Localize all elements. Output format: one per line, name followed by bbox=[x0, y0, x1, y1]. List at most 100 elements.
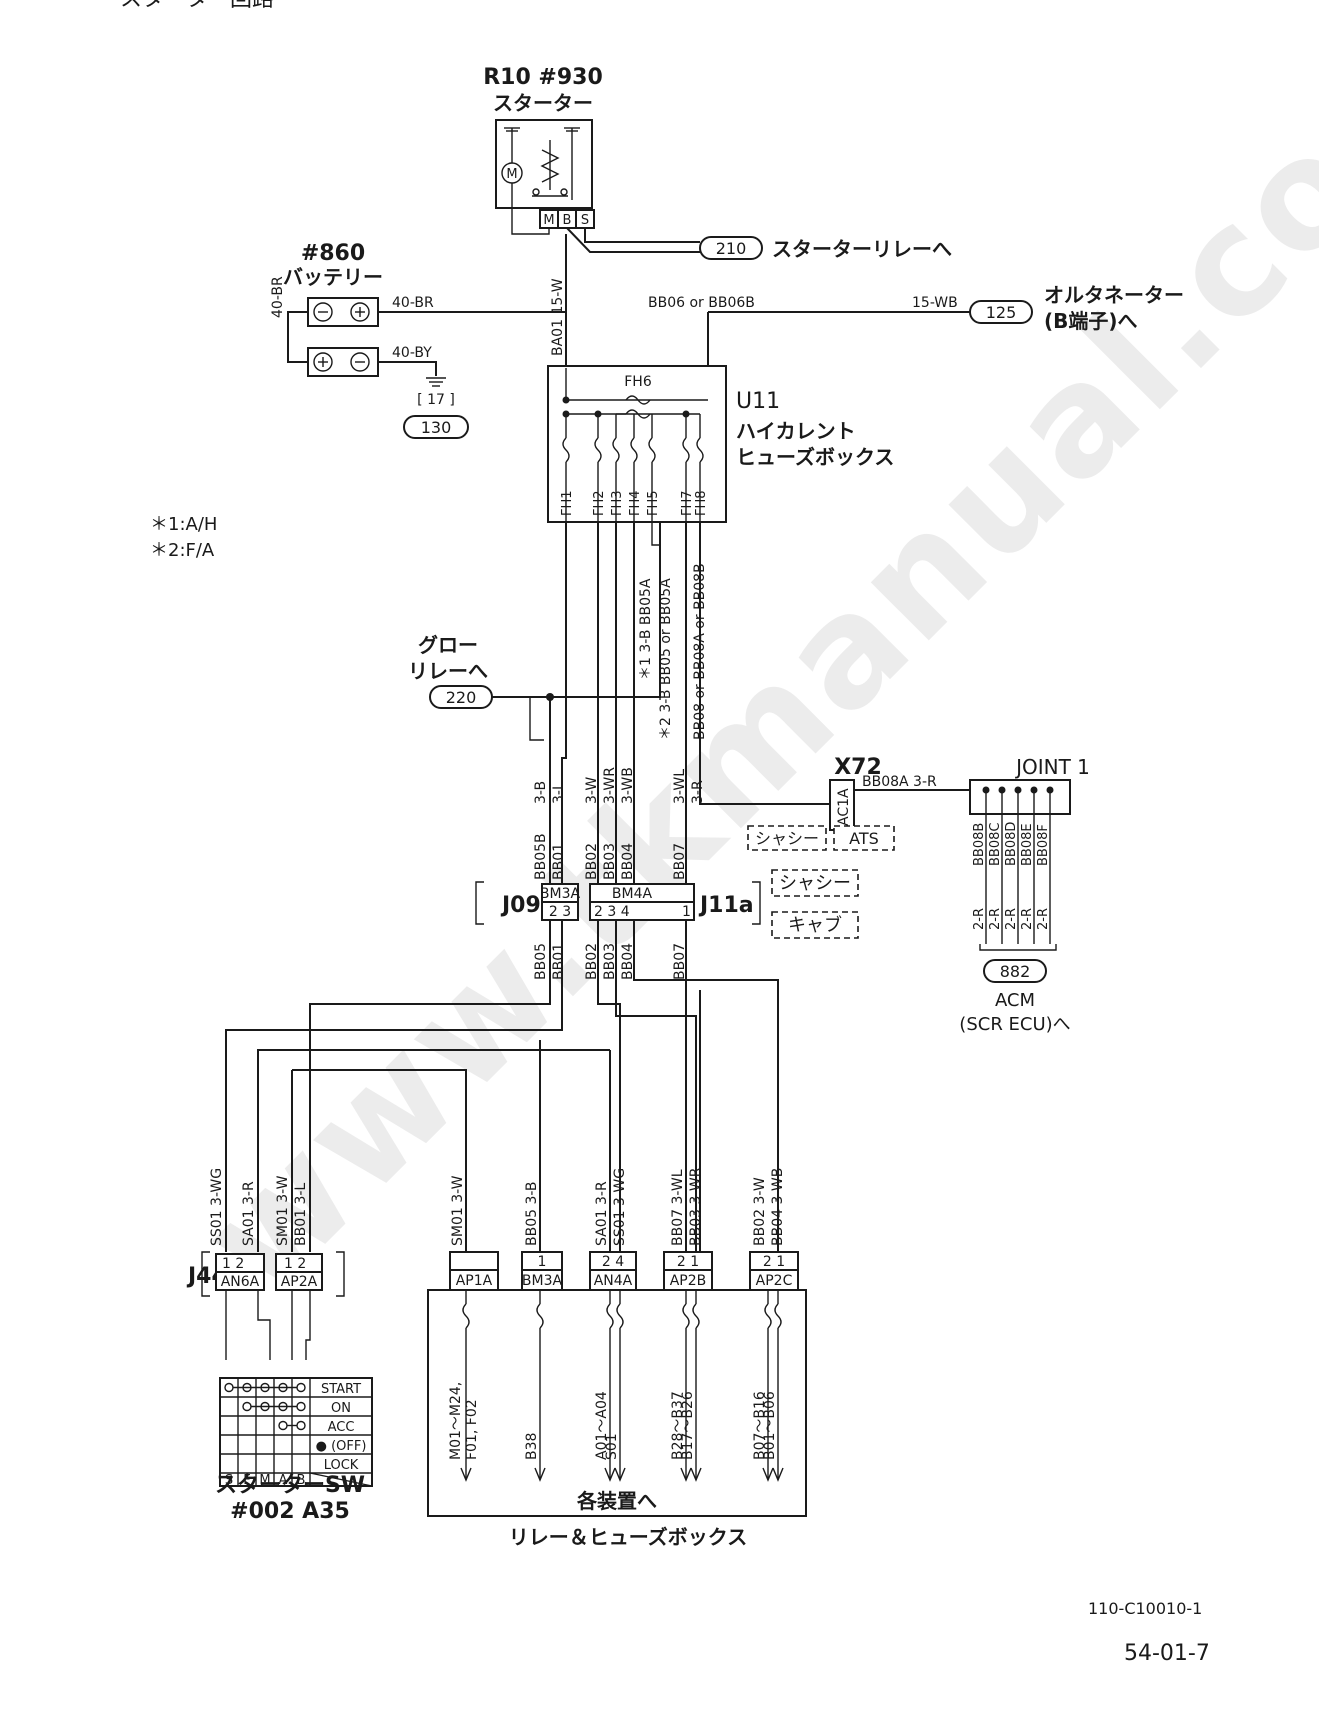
glow-label-2: リレーへ bbox=[408, 659, 488, 683]
joint-circuit-bb08c: BB08C bbox=[988, 823, 1003, 866]
upper-wire-3: 3-WR bbox=[602, 767, 618, 804]
arrow-down-icon bbox=[534, 1467, 546, 1482]
x72-wire: BB08A 3-R bbox=[862, 774, 937, 790]
svg-text:シャシー: シャシー bbox=[779, 873, 851, 894]
svg-text:S: S bbox=[581, 213, 589, 228]
lower-circuit-bb02: BB02 bbox=[584, 943, 600, 980]
switch-name: スターターSW bbox=[215, 1473, 365, 1498]
fuse-icon bbox=[696, 437, 704, 463]
starter-feed-wire: BA01 15-W bbox=[550, 278, 566, 356]
upper-circuit-bb07: BB07 bbox=[672, 843, 688, 880]
fuse-icon bbox=[764, 1303, 772, 1329]
an6a-wire-1: SS01 3-WG bbox=[209, 1168, 225, 1246]
upper-wire-1: 3-L bbox=[551, 782, 567, 804]
switch-column: M bbox=[259, 1473, 270, 1488]
lower-circuit-bb04: BB04 bbox=[620, 943, 636, 980]
minus-terminal-icon bbox=[350, 352, 370, 372]
alternator-label-2: (B端子)へ bbox=[1044, 309, 1138, 333]
relay-box-name: リレー＆ヒューズボックス bbox=[509, 1525, 747, 1549]
upper-wire-5: 3-WL bbox=[672, 769, 688, 804]
arrow-down-icon bbox=[762, 1467, 774, 1482]
fuse-label-fh7: FH7 bbox=[680, 490, 695, 516]
glow-label-1: グロー bbox=[418, 633, 478, 657]
connector-wire: SA01 3-R bbox=[594, 1181, 610, 1246]
switch-column: B bbox=[297, 1473, 306, 1488]
minus-terminal-icon bbox=[313, 302, 333, 322]
fuse-label-fh3: FH3 bbox=[610, 490, 625, 516]
j11a-code: J11a bbox=[698, 893, 754, 918]
arrow-down-icon bbox=[460, 1467, 472, 1482]
upper-wire-2: 3-W bbox=[584, 777, 600, 804]
plus-terminal-icon bbox=[313, 352, 333, 372]
svg-text:AC1A: AC1A bbox=[836, 788, 852, 826]
svg-text:220: 220 bbox=[446, 688, 477, 707]
target-label: M01～M24, bbox=[448, 1382, 464, 1460]
connector-pins: 2 4 bbox=[602, 1254, 624, 1270]
switch-position: START bbox=[321, 1382, 361, 1397]
switch-position: ● (OFF) bbox=[316, 1439, 367, 1454]
bb08-note: BB08 or BB08A or BB08B bbox=[692, 563, 708, 740]
bb05a-note-2: ＊2 3-B BB05 or BB05A bbox=[658, 578, 674, 740]
bb05a-note-1: ＊1 3-B BB05A bbox=[638, 578, 654, 680]
joint-circuit-bb08b: BB08B bbox=[972, 823, 987, 866]
fuse-icon bbox=[562, 437, 570, 463]
acm-badge bbox=[983, 959, 1047, 983]
tag-ats bbox=[833, 825, 895, 851]
starter-name: スターター bbox=[493, 91, 593, 115]
header-fragment: スターター回路 bbox=[120, 0, 274, 12]
svg-text:BM4A: BM4A bbox=[612, 886, 653, 902]
fuse-label-fh4: FH4 bbox=[628, 490, 643, 516]
upper-wire-4: 3-WB bbox=[620, 767, 636, 804]
svg-text:シャシー: シャシー bbox=[755, 829, 819, 848]
fuse-icon bbox=[648, 437, 656, 463]
connector-name: BM3A bbox=[522, 1273, 563, 1289]
ground-icon bbox=[426, 377, 446, 387]
diagram-ref: 110-C10010-1 bbox=[1088, 1599, 1202, 1618]
tag-chassis-2 bbox=[771, 869, 859, 897]
fuse-icon bbox=[682, 437, 690, 463]
upper-wiring bbox=[492, 522, 830, 905]
starter-symbol: M bbox=[495, 119, 593, 212]
page-number: 54-01-7 bbox=[1124, 1641, 1210, 1666]
starter-relay-badge bbox=[699, 236, 763, 260]
svg-text:AP2A: AP2A bbox=[281, 1274, 318, 1290]
arrow-down-icon bbox=[680, 1467, 692, 1482]
lower-circuit-bb03: BB03 bbox=[602, 943, 618, 980]
main-fuse-icon bbox=[625, 395, 651, 405]
relay-box-frame bbox=[427, 1289, 807, 1517]
connector-wire: BB04 3-WB bbox=[770, 1168, 786, 1246]
target-label: B17～B26 bbox=[680, 1391, 696, 1460]
an6a-wire-2: SA01 3-R bbox=[241, 1181, 257, 1246]
fuse-label-fh5: FH5 bbox=[646, 490, 661, 516]
fuse-icon bbox=[536, 1303, 544, 1329]
joint-circuit-bb08e: BB08E bbox=[1020, 823, 1035, 866]
lower-circuit-bb07: BB07 bbox=[672, 943, 688, 980]
upper-wire-0: 3-B bbox=[533, 781, 549, 804]
svg-text:125: 125 bbox=[986, 303, 1017, 322]
connector-name: AP2B bbox=[670, 1273, 707, 1289]
svg-text:2 3 4: 2 3 4 bbox=[594, 904, 630, 920]
svg-text:882: 882 bbox=[1000, 962, 1031, 981]
plus-terminal-icon bbox=[350, 302, 370, 322]
connector-pins: 2 1 bbox=[763, 1254, 785, 1270]
connector-pins: 1 bbox=[538, 1254, 547, 1270]
arrow-down-icon bbox=[604, 1467, 616, 1482]
lower-circuit-bb01: BB01 bbox=[551, 943, 567, 980]
fusebox-name-1: ハイカレント bbox=[736, 419, 856, 443]
alternator-wire: 15-WB bbox=[912, 295, 958, 311]
battery-code: #860 bbox=[301, 241, 365, 266]
starter-relay-label: スターターリレーへ bbox=[772, 237, 952, 261]
svg-text:AN6A: AN6A bbox=[221, 1274, 260, 1290]
arrow-down-icon bbox=[772, 1467, 784, 1482]
alternator-circuit: BB06 or BB06B bbox=[648, 295, 755, 311]
fuse-icon bbox=[612, 437, 620, 463]
fuse-icon bbox=[594, 437, 602, 463]
switch-column: A bbox=[279, 1473, 288, 1488]
to-each-device: 各装置へ bbox=[576, 1489, 657, 1513]
note-1: ＊1:A/H bbox=[150, 514, 217, 535]
